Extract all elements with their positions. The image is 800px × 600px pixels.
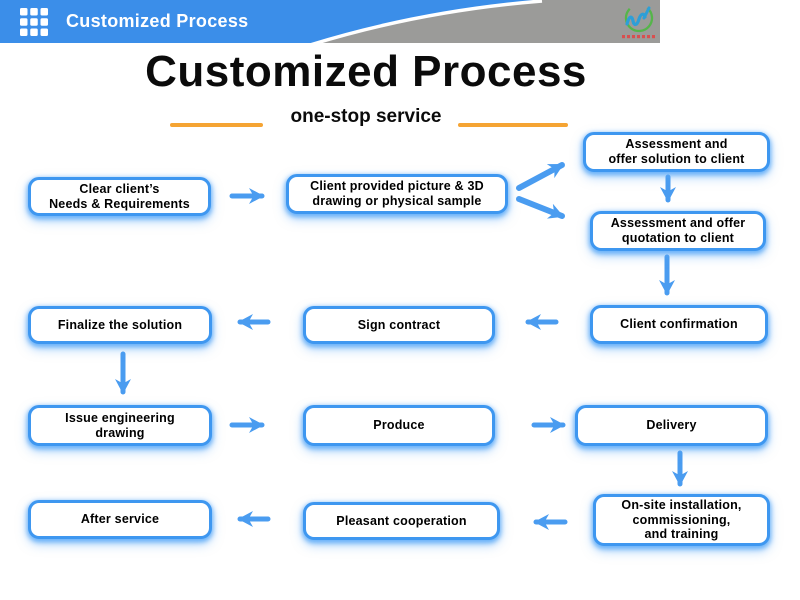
arrow-picture-to-solution	[516, 162, 565, 191]
flow-box-client-picture: Client provided picture & 3D drawing or …	[286, 174, 508, 214]
grid-menu-icon	[20, 8, 48, 36]
flow-box-label: Finalize the solution	[57, 317, 183, 332]
flow-box-client-confirmation: Client confirmation	[590, 305, 768, 344]
flow-box-delivery: Delivery	[575, 405, 768, 446]
flow-box-issue-drawing: Issue engineering drawing	[28, 405, 212, 446]
flow-box-offer-quotation: Assessment and offer quotation to client	[590, 211, 766, 251]
flow-box-label: Client provided picture & 3D drawing or …	[310, 179, 484, 208]
flow-box-label: Sign contract	[357, 317, 441, 332]
flow-box-onsite-installation: On-site installation, commissioning, and…	[593, 494, 770, 546]
orange-divider-left	[170, 123, 263, 127]
header-bar: Customized Process	[0, 0, 800, 46]
page-subtitle: one-stop service	[290, 106, 442, 127]
logo-caption-marks	[622, 35, 655, 39]
flow-box-label: Assessment and offer solution to client	[608, 137, 745, 166]
company-logo-icon	[622, 3, 655, 39]
flow-box-finalize-solution: Finalize the solution	[28, 306, 212, 344]
header-title: Customized Process	[66, 11, 249, 31]
flow-box-label: Pleasant cooperation	[336, 513, 467, 528]
flow-box-label: Clear client’s Needs & Requirements	[49, 181, 190, 211]
orange-divider-right	[458, 123, 568, 127]
header-background	[0, 0, 660, 46]
page-title: Customized Process	[145, 47, 587, 96]
arrow-picture-to-quotation	[516, 196, 565, 219]
flow-box-label: Client confirmation	[620, 317, 738, 332]
flow-box-sign-contract: Sign contract	[303, 306, 495, 344]
flow-box-label: Assessment and offer quotation to client	[610, 216, 746, 245]
flow-box-pleasant-cooperation: Pleasant cooperation	[303, 502, 500, 540]
flow-box-after-service: After service	[28, 500, 212, 539]
flow-box-offer-solution: Assessment and offer solution to client	[583, 132, 770, 172]
flow-box-label: Issue engineering drawing	[65, 410, 175, 440]
flow-box-label: Delivery	[646, 418, 697, 433]
flow-box-clear-needs: Clear client’s Needs & Requirements	[28, 177, 211, 216]
flow-box-label: On-site installation, commissioning, and…	[621, 497, 742, 542]
flow-box-produce: Produce	[303, 405, 495, 446]
flow-box-label: Produce	[373, 418, 425, 433]
flow-box-label: After service	[80, 512, 160, 527]
